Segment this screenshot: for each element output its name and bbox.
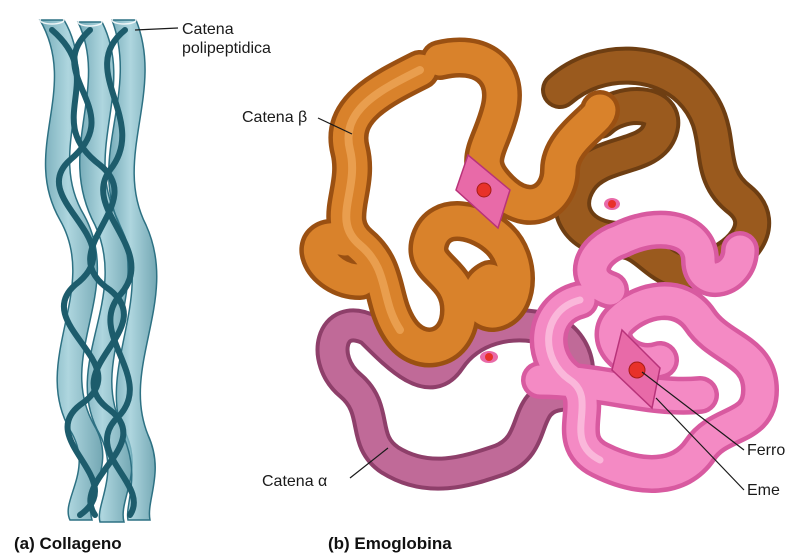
polypeptide-chain-label: Catena polipeptidica: [182, 20, 271, 58]
hemoglobin-caption: (b) Emoglobina: [328, 534, 452, 554]
heme-label: Eme: [747, 481, 780, 500]
polypeptide-chain-label-line2: polipeptidica: [182, 39, 271, 58]
iron-label: Ferro: [747, 441, 785, 460]
alpha-chain-label: Catena α: [262, 472, 327, 491]
iron-atom: [477, 183, 491, 197]
polypeptide-chain-label-line1: Catena: [182, 20, 271, 39]
collagen-triple-helix: [40, 16, 157, 522]
iron-atom: [629, 362, 645, 378]
iron-atom: [608, 200, 616, 208]
polypeptide-chain-leader: [135, 28, 178, 30]
beta-chain-label: Catena β: [242, 108, 307, 127]
heme-group-back-1: [604, 198, 620, 210]
collagen-caption: (a) Collageno: [14, 534, 122, 554]
heme-group-back-2: [480, 351, 498, 363]
iron-atom: [485, 353, 493, 361]
